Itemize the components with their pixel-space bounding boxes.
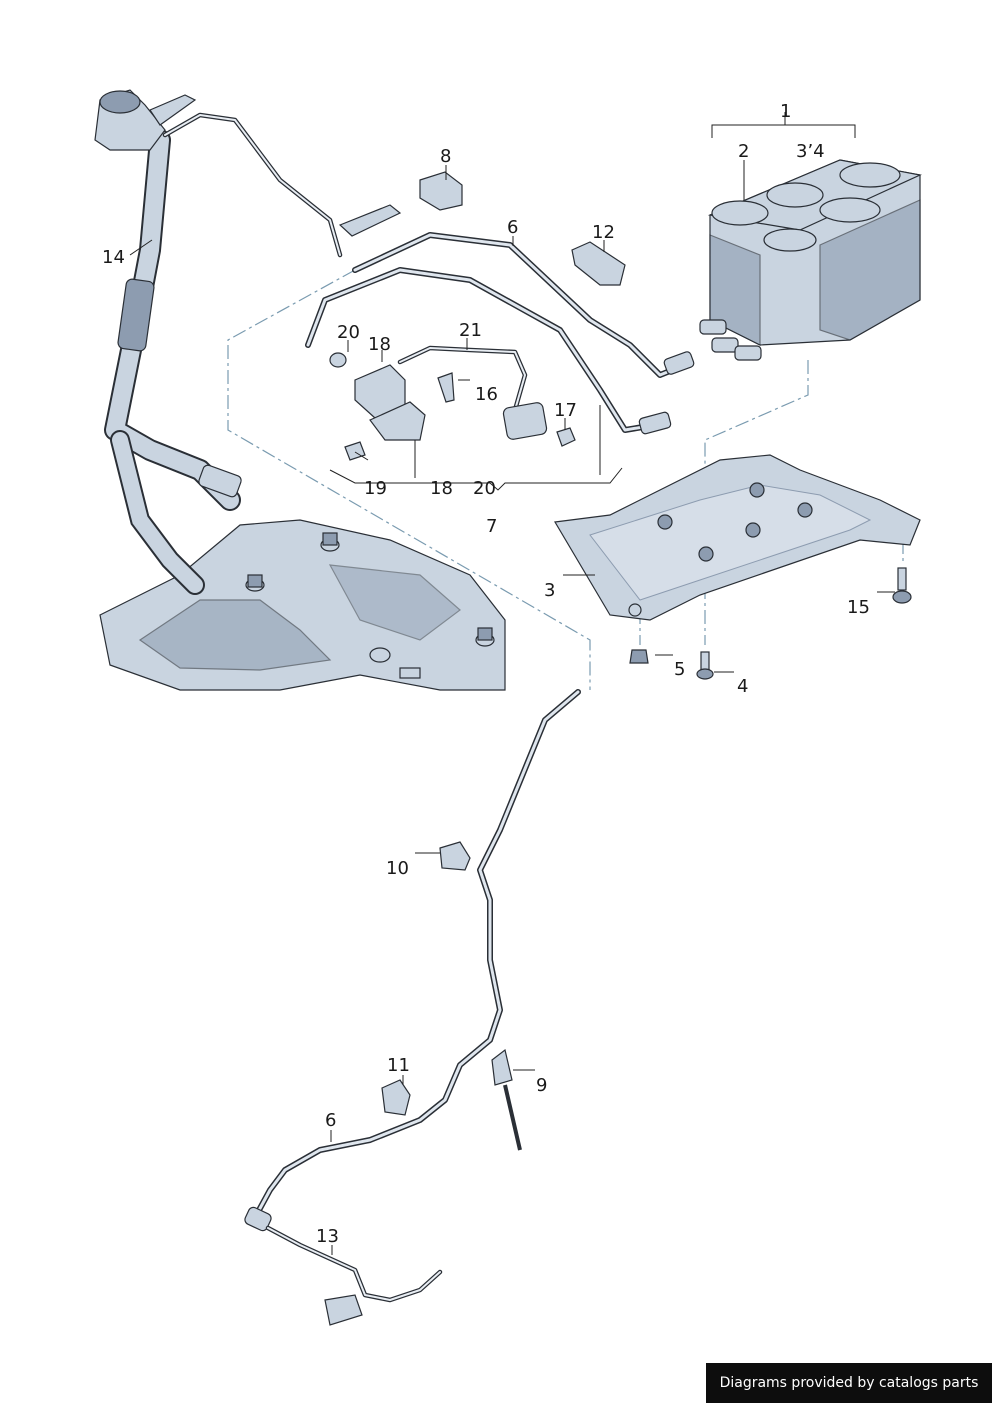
breather-line-lower xyxy=(244,689,581,1326)
label-part-18-top: 18 xyxy=(368,334,391,355)
clip-12 xyxy=(571,241,626,286)
label-part-4: 4 xyxy=(737,676,748,697)
heat-shield-plate xyxy=(554,454,921,621)
label-part-17: 17 xyxy=(554,400,577,421)
strap-9 xyxy=(491,1048,522,1151)
label-part-7: 7 xyxy=(486,516,497,537)
label-part-9: 9 xyxy=(536,1075,547,1096)
label-part-18-bottom: 18 xyxy=(430,478,453,499)
carbon-canister xyxy=(699,159,922,361)
clip-8 xyxy=(419,171,463,211)
label-part-6-upper: 6 xyxy=(507,217,518,238)
label-part-1: 1 xyxy=(780,101,791,122)
label-part-2: 2 xyxy=(738,141,749,162)
fuel-tank xyxy=(99,519,506,691)
label-part-10: 10 xyxy=(386,858,409,879)
label-part-21: 21 xyxy=(459,320,482,341)
label-part-3: 3 xyxy=(544,580,555,601)
clip-10 xyxy=(439,841,471,871)
label-part-6-lower: 6 xyxy=(325,1110,336,1131)
label-part-14: 14 xyxy=(102,247,125,268)
label-part-19: 19 xyxy=(364,478,387,499)
filler-neck xyxy=(94,89,402,595)
watermark-banner: Diagrams provided by catalogs parts xyxy=(706,1363,992,1403)
label-part-20-top: 20 xyxy=(337,322,360,343)
label-part-15: 15 xyxy=(847,597,870,618)
clip-11 xyxy=(381,1079,411,1116)
leader-lines xyxy=(129,112,895,1255)
label-part-12: 12 xyxy=(592,222,615,243)
label-part-3-4: 3’4 xyxy=(796,141,825,162)
label-part-16: 16 xyxy=(475,384,498,405)
label-part-13: 13 xyxy=(316,1226,339,1247)
label-part-8: 8 xyxy=(440,146,451,167)
fasteners xyxy=(629,567,912,680)
label-part-5: 5 xyxy=(674,659,685,680)
label-part-20-bottom: 20 xyxy=(473,478,496,499)
valve-assembly xyxy=(329,345,576,461)
callout-labels: 1 2 3’4 8 6 12 14 20 21 18 16 17 19 18 2… xyxy=(102,101,870,1247)
label-part-11: 11 xyxy=(387,1055,410,1076)
breather-line-upper xyxy=(305,232,695,435)
